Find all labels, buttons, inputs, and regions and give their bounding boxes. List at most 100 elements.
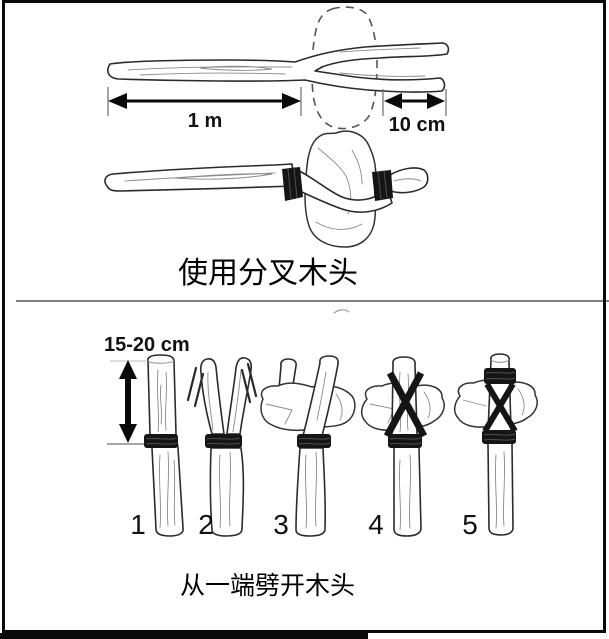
- split-wood-figure: 15-20 cm 1: [104, 309, 538, 540]
- depth-arrow-shaft: [125, 378, 131, 425]
- stone-facet-line: [315, 221, 363, 230]
- stone-facet-line: [369, 403, 395, 410]
- lower-stick-outline: [295, 447, 327, 537]
- lashing-ridge: [485, 371, 516, 374]
- step-number: 5: [462, 509, 478, 540]
- left-lashing-band: [282, 167, 303, 201]
- cross-lashing-cord: [482, 382, 516, 433]
- split-motion-line: [240, 368, 252, 404]
- lashing-ridge: [483, 433, 516, 436]
- stone-facet-line: [351, 149, 363, 185]
- step-4-cross-lashed: 4: [360, 356, 445, 540]
- stone-facet-line: [335, 393, 343, 421]
- forked-wood-figure: 1 m 10 cm: [104, 6, 450, 248]
- prong-grain-line: [339, 72, 426, 77]
- section1-caption: 使用分叉木头: [178, 257, 358, 290]
- stick-grain-line: [228, 451, 232, 527]
- right-arrowhead-icon: [427, 93, 445, 109]
- split-depth-label: 15-20 cm: [104, 334, 190, 356]
- stick-grain-oval: [316, 371, 327, 421]
- handle-grain-line: [127, 66, 293, 71]
- page-border-bottom-bar: [0, 633, 368, 639]
- lashing-ridge: [383, 170, 388, 199]
- stick-top-cut-line: [490, 359, 510, 363]
- fork-length-dimension: 10 cm: [382, 89, 447, 136]
- lashing-ridge: [389, 437, 422, 440]
- lower-stick-outline: [209, 447, 245, 537]
- stone-facet-line: [423, 391, 431, 419]
- lashed-stone-axe: [104, 130, 429, 248]
- left-arrowhead-icon: [384, 93, 402, 109]
- cross-lashing-cord: [383, 371, 425, 438]
- stick-top-cut-line: [147, 360, 175, 364]
- fork-length-label: 10 cm: [389, 114, 446, 136]
- stop-lashing-band: [388, 434, 422, 448]
- left-split-half: [199, 358, 225, 435]
- stick-grain-line: [232, 369, 242, 433]
- stone-facet-line: [517, 388, 525, 416]
- step-1-stick: 1: [130, 354, 184, 540]
- stick-grain-line: [304, 454, 308, 529]
- stone-facet-line: [317, 147, 347, 177]
- lashing-ridge: [483, 438, 516, 441]
- stop-lashing-band: [482, 430, 516, 444]
- prong-grain-line: [339, 47, 421, 53]
- lashing-ridge: [206, 437, 241, 440]
- lashing-ridge: [485, 377, 516, 380]
- handle-length-dimension: 1 m: [107, 87, 302, 132]
- stick-grain-line: [218, 454, 222, 529]
- fork-tip-notch-line: [393, 178, 422, 182]
- stick-grain-line: [502, 451, 506, 527]
- split-motion-line: [193, 372, 205, 408]
- stone-facet-line: [265, 403, 293, 411]
- lashing-ridge: [293, 167, 298, 199]
- section2-caption: 从一端劈开木头: [180, 572, 356, 600]
- stray-mark: [333, 309, 350, 314]
- lashing-ridge: [298, 442, 331, 445]
- stick-grain-line: [164, 371, 168, 431]
- front-prong-over-stone: [287, 167, 393, 213]
- stop-lashing-band: [144, 434, 178, 448]
- lashing-cord: [372, 170, 393, 201]
- stick-grain-line: [408, 454, 412, 529]
- up-arrowhead-icon: [119, 360, 137, 379]
- section-divider: [16, 300, 609, 302]
- split-motion-line: [186, 366, 198, 402]
- stick-grain-line: [158, 454, 162, 529]
- stick-grain-line: [398, 459, 402, 531]
- stick-grain-line: [314, 451, 318, 527]
- right-lashing-band: [372, 170, 393, 201]
- forked-stick-outline: [107, 42, 450, 93]
- fork-tip-end: [389, 167, 429, 194]
- lashing-cord: [282, 167, 303, 201]
- handle-grain-oval: [174, 173, 273, 180]
- step-3-stone-inserted: 3: [260, 355, 356, 540]
- step-number: 2: [198, 509, 214, 540]
- stick-grain-line: [173, 459, 176, 526]
- step-number: 4: [368, 509, 384, 540]
- stone-outline: [304, 130, 377, 248]
- right-split-half: [226, 357, 253, 435]
- stop-lashing-band: [297, 434, 331, 448]
- handle-grain-oval: [199, 65, 273, 71]
- handle-outline: [104, 163, 295, 192]
- split-depth-dimension: 15-20 cm: [104, 334, 190, 445]
- lashing-ridge: [298, 437, 331, 440]
- lashing-ridge: [389, 442, 422, 445]
- lashing-ridge: [206, 442, 241, 445]
- handle-grain-line: [139, 72, 286, 76]
- stick-grain-line: [494, 454, 498, 529]
- lashing-ridge: [145, 437, 178, 440]
- stick-grain-line: [166, 451, 170, 527]
- step-2-split-stick: 2: [186, 357, 258, 540]
- step-number: 3: [273, 509, 289, 540]
- forked-stick: [107, 42, 450, 93]
- step-5-finished-tool: 5: [453, 353, 538, 540]
- lashing-ridge: [287, 168, 292, 200]
- stop-lashing-band: [205, 434, 242, 448]
- dashed-stone-outline: [311, 6, 378, 130]
- handle-length-label: 1 m: [188, 110, 222, 132]
- lashing-ridge: [145, 442, 178, 445]
- left-arrowhead-icon: [108, 93, 127, 109]
- front-split-half: [302, 355, 339, 437]
